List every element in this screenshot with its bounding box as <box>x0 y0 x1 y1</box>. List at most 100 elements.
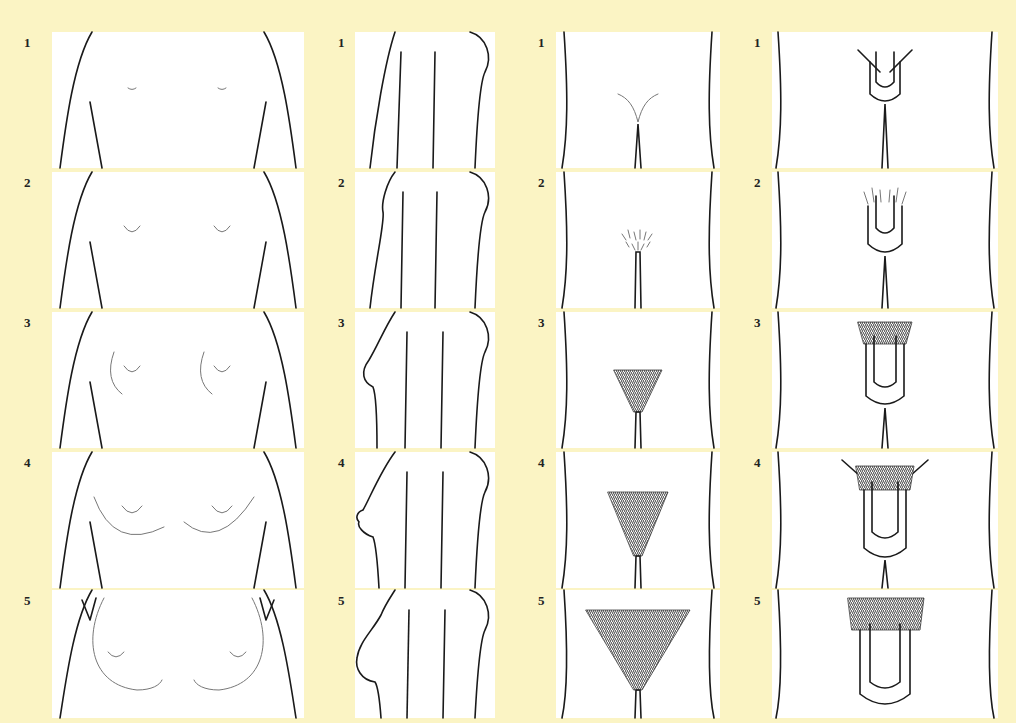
line-art <box>124 226 140 232</box>
line-art <box>868 206 902 252</box>
line-art <box>882 408 888 448</box>
line-art <box>874 336 896 387</box>
stage-number: 2 <box>24 176 31 190</box>
line-art <box>470 172 489 308</box>
line-art <box>858 50 912 72</box>
torso-front-3 <box>52 312 304 448</box>
line-art <box>254 102 266 168</box>
stage-number: 1 <box>24 36 31 50</box>
line-art <box>882 104 888 168</box>
line-art <box>635 412 641 448</box>
genital-schematic-3 <box>772 312 998 448</box>
stage-number: 3 <box>754 316 761 330</box>
line-art <box>562 590 567 718</box>
line-art <box>635 252 641 308</box>
line-art <box>435 192 437 308</box>
line-art <box>184 497 254 533</box>
line-art <box>709 452 714 588</box>
torso-side-1 <box>355 32 495 168</box>
stage-number: 4 <box>24 456 31 470</box>
genital-schematic-4 <box>772 452 998 588</box>
line-art <box>124 366 140 372</box>
stage-number: 4 <box>754 456 761 470</box>
stage-number: 3 <box>538 316 545 330</box>
line-art <box>866 344 904 404</box>
torso-side-5 <box>355 590 495 718</box>
stage-number: 1 <box>338 36 345 50</box>
line-art <box>93 598 162 690</box>
line-art <box>230 652 246 657</box>
line-art <box>370 32 395 168</box>
line-art <box>870 624 900 688</box>
line-art <box>94 497 164 535</box>
line-art <box>872 482 898 538</box>
line-art <box>254 522 266 588</box>
line-art <box>355 312 495 448</box>
line-art <box>122 506 142 513</box>
line-art <box>856 466 914 490</box>
line-art <box>355 590 495 718</box>
line-art <box>709 590 714 718</box>
pubic-region-4 <box>556 452 720 588</box>
line-art <box>405 472 407 588</box>
pubic-region-3 <box>556 312 720 448</box>
line-art <box>214 226 230 232</box>
line-art <box>776 590 781 718</box>
line-art <box>776 32 781 168</box>
line-art <box>364 312 395 448</box>
torso-front-5 <box>52 590 304 718</box>
line-art <box>989 590 994 718</box>
torso-side-4 <box>355 452 495 588</box>
line-art <box>60 590 92 718</box>
line-art <box>264 590 296 718</box>
line-art <box>264 452 296 588</box>
line-art <box>370 172 395 308</box>
torso-front-2 <box>52 172 304 308</box>
pubic-region-1 <box>556 32 720 168</box>
line-art <box>772 452 998 588</box>
line-art <box>562 452 567 588</box>
line-art <box>108 652 124 657</box>
stage-number: 4 <box>538 456 545 470</box>
line-art <box>52 452 304 588</box>
line-art <box>90 242 102 308</box>
line-art <box>776 312 781 448</box>
line-art <box>556 172 720 308</box>
stage-number: 3 <box>24 316 31 330</box>
line-art <box>622 230 652 250</box>
line-art <box>128 88 136 90</box>
line-art <box>772 312 998 448</box>
line-art <box>562 312 567 448</box>
torso-front-4 <box>52 452 304 588</box>
line-art <box>876 196 894 233</box>
line-art <box>614 370 662 412</box>
line-art <box>82 598 96 620</box>
line-art <box>882 560 888 588</box>
line-art <box>397 52 401 168</box>
line-art <box>608 492 668 556</box>
torso-front-1 <box>52 32 304 168</box>
genital-schematic-1 <box>772 32 998 168</box>
stage-number: 3 <box>338 316 345 330</box>
line-art <box>254 242 266 308</box>
line-art <box>214 366 230 372</box>
line-art <box>635 124 641 168</box>
torso-side-2 <box>355 172 495 308</box>
line-art <box>264 312 296 448</box>
line-art <box>848 598 924 630</box>
line-art <box>470 452 489 588</box>
line-art <box>443 610 445 718</box>
genital-schematic-5 <box>772 590 998 718</box>
line-art <box>90 522 102 588</box>
line-art <box>556 312 720 448</box>
genital-schematic-2 <box>772 172 998 308</box>
line-art <box>772 32 998 168</box>
line-art <box>635 556 641 588</box>
line-art <box>441 472 443 588</box>
line-art <box>90 102 102 168</box>
line-art <box>586 610 690 690</box>
line-art <box>870 62 900 101</box>
line-art <box>264 172 296 308</box>
line-art <box>110 352 122 394</box>
line-art <box>709 32 714 168</box>
